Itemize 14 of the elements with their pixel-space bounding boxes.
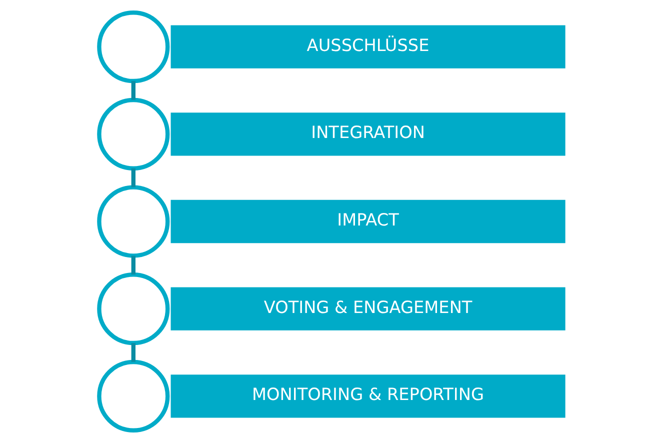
node-circle [97, 360, 170, 432]
node-circle [97, 10, 170, 84]
connector [131, 81, 136, 100]
node-circle [97, 185, 170, 258]
node-circle [97, 272, 170, 346]
node-box: VOTING & ENGAGEMENT [170, 287, 566, 330]
node-box: AUSSCHLÜSSE [170, 25, 566, 68]
connector [131, 168, 136, 188]
node-box: INTEGRATION [170, 112, 566, 156]
connector [131, 343, 136, 362]
node-box: IMPACT [170, 200, 566, 244]
node-circle [97, 98, 170, 170]
connector [131, 256, 136, 275]
node-box: MONITORING & REPORTING [170, 374, 566, 418]
